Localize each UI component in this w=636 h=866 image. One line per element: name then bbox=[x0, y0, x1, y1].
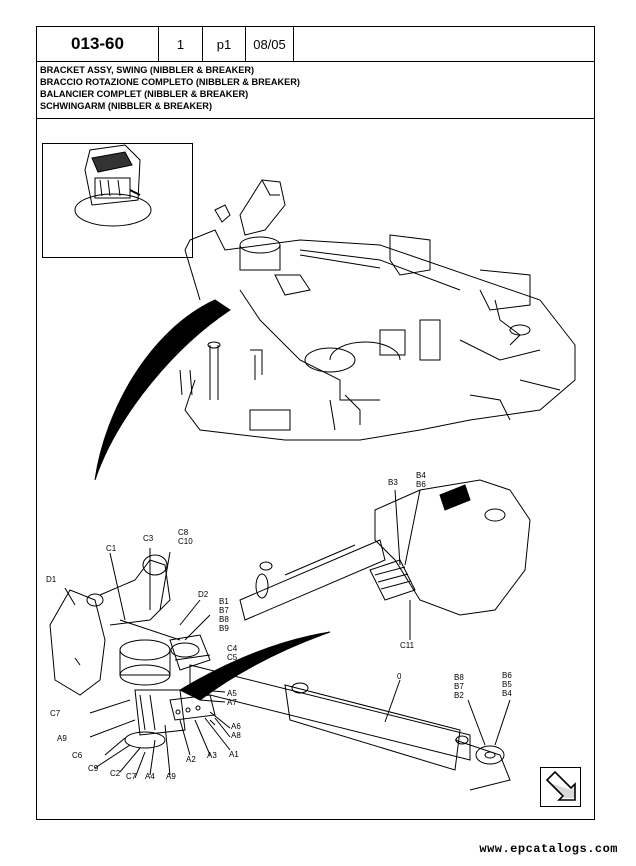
excavator-thumbnail bbox=[74, 144, 152, 227]
callout-B4: B4 bbox=[416, 471, 426, 480]
title-it: BRACCIO ROTAZIONE COMPLETO (NIBBLER & BR… bbox=[40, 77, 300, 87]
callout-C8: C8 bbox=[178, 528, 189, 537]
callout-B9: B9 bbox=[219, 624, 229, 633]
callout-C7-bottom: C7 bbox=[126, 772, 137, 781]
callout-A5: A5 bbox=[227, 689, 237, 698]
revision-date: 08/05 bbox=[246, 27, 294, 61]
callout-C2: C2 bbox=[110, 769, 121, 778]
page-number: p1 bbox=[203, 27, 246, 61]
callout-A9-bottom: A9 bbox=[166, 772, 176, 781]
callout-B6-right: B6 bbox=[502, 671, 512, 680]
callout-B8: B8 bbox=[219, 615, 229, 624]
callout-B6: B6 bbox=[416, 480, 426, 489]
callout-A6: A6 bbox=[231, 722, 241, 731]
callout-C10: C10 bbox=[178, 537, 193, 546]
next-page-button[interactable] bbox=[540, 767, 581, 807]
callout-B3: B3 bbox=[388, 478, 398, 487]
callout-C6: C6 bbox=[72, 751, 83, 760]
callout-C3: C3 bbox=[143, 534, 154, 543]
callout-A8: A8 bbox=[231, 731, 241, 740]
next-page-arrow-icon bbox=[545, 770, 576, 801]
callout-A2: A2 bbox=[186, 755, 196, 764]
callout-B7-right: B7 bbox=[454, 682, 464, 691]
callout-C9: C9 bbox=[88, 764, 99, 773]
callout-C7-left: C7 bbox=[50, 709, 61, 718]
callout-B8-right: B8 bbox=[454, 673, 464, 682]
callout-C5: C5 bbox=[227, 653, 238, 662]
swing-bracket-exploded bbox=[49, 479, 531, 791]
callout-C1: C1 bbox=[106, 544, 117, 553]
callout-A3: A3 bbox=[207, 751, 217, 760]
title-de: SCHWINGARM (NIBBLER & BREAKER) bbox=[40, 101, 213, 111]
title-block: BRACKET ASSY, SWING (NIBBLER & BREAKER) … bbox=[40, 64, 300, 112]
callout-C11: C11 bbox=[400, 641, 415, 650]
callout-B2-right: B2 bbox=[454, 691, 464, 700]
callout-B7: B7 bbox=[219, 606, 229, 615]
sheet-number: 1 bbox=[159, 27, 203, 61]
callout-B1: B1 bbox=[219, 597, 229, 606]
callout-0: 0 bbox=[397, 672, 402, 681]
callout-A1: A1 bbox=[229, 750, 239, 759]
callout-A9-left: A9 bbox=[57, 734, 67, 743]
drawing-sheet: 013-60 1 p1 08/05 BRACKET ASSY, SWING (N… bbox=[36, 26, 595, 820]
title-fr: BALANCIER COMPLET (NIBBLER & BREAKER) bbox=[40, 89, 249, 99]
callout-D2: D2 bbox=[198, 590, 209, 599]
callout-D1: D1 bbox=[46, 575, 57, 584]
part-code: 013-60 bbox=[37, 27, 159, 61]
callout-A4: A4 bbox=[145, 772, 155, 781]
title-en: BRACKET ASSY, SWING (NIBBLER & BREAKER) bbox=[40, 65, 255, 75]
callout-A7: A7 bbox=[227, 698, 237, 707]
machine-overview-inset bbox=[42, 143, 193, 258]
callout-B4-right: B4 bbox=[502, 689, 512, 698]
callout-B5-right: B5 bbox=[502, 680, 512, 689]
upper-frame-assembly bbox=[179, 179, 576, 441]
callout-C4: C4 bbox=[227, 644, 238, 653]
watermark-link[interactable]: www.epcatalogs.com bbox=[479, 842, 618, 856]
